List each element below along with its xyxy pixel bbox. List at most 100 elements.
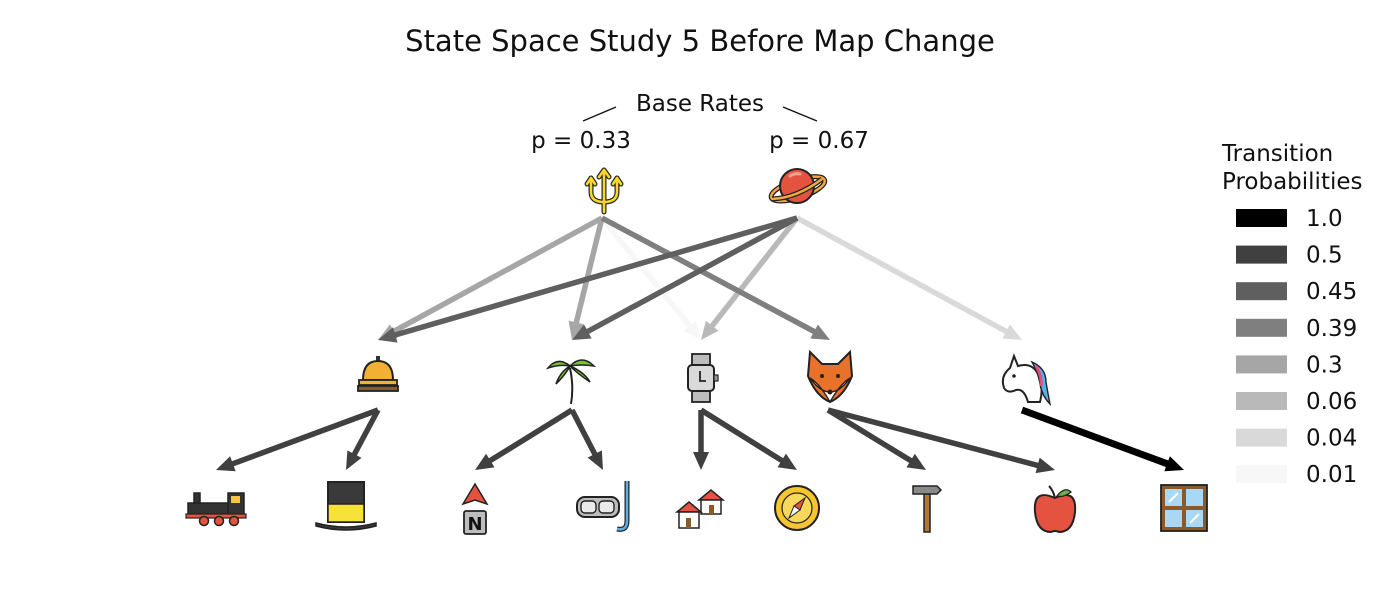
top-hat-icon [315,481,377,531]
edge-planet-to-watch [701,216,800,340]
unicorn-icon [1001,353,1052,407]
edge-palm-to-snorkel [569,408,603,470]
legend-swatch [1236,392,1287,410]
edge-bell-to-hat [346,408,381,470]
planet-icon [768,168,828,204]
edge-trident-to-fox [600,215,830,340]
legend-swatch [1236,465,1287,484]
legend-entry: 0.45 [1236,279,1357,305]
base-rate-left-label: p = 0.33 [531,128,631,154]
edge-arrowhead [1002,324,1022,340]
edge-arrowhead [693,452,709,470]
north-letter: N [467,514,482,535]
edge-palm-to-north [475,407,574,470]
edge-line [826,407,914,464]
edge-arrowhead [587,450,603,470]
edge-trident-to-bell [378,215,604,340]
north-arrow-icon: N [461,482,489,535]
base-rates-right-leader [782,106,818,122]
window-icon [1160,484,1208,532]
hammer-icon [912,485,943,533]
edge-planet-to-bell [378,215,798,343]
edge-arrowhead [1164,456,1184,472]
legend-label: 1.0 [1306,206,1343,232]
edge-trident-to-watch [599,216,701,340]
legend-swatch [1236,318,1287,337]
edge-fox-to-hammer [826,407,926,470]
trident-icon [584,167,624,215]
edge-watch-to-compass [699,407,797,470]
legend-entry: 0.39 [1236,316,1357,342]
legend-entry: 0.3 [1236,352,1343,378]
edge-trident-to-palm [568,217,605,340]
edge-line [699,407,785,464]
legend-label: 0.01 [1306,462,1357,488]
edge-line [351,408,381,458]
edge-line [795,215,1010,335]
node-icons: N [185,167,1208,535]
edge-arrowhead [701,320,719,340]
edge-line [599,216,694,330]
legend-entry: 0.5 [1236,243,1343,269]
edge-arrowhead [810,324,830,340]
base-rates-left-leader [582,106,617,122]
legend-label: 0.06 [1306,389,1357,415]
edge-line [1020,406,1171,468]
legend-label: 0.39 [1306,316,1357,342]
base-rates-label: Base Rates [636,91,764,117]
watch-icon [687,353,719,403]
legend-entry: 0.01 [1236,462,1357,488]
edge-watch-to-houses [693,410,709,470]
service-bell-icon [357,356,399,392]
edge-arrowhead [378,327,398,343]
legend-swatch [1236,355,1287,374]
legend-label: 0.45 [1306,279,1357,305]
edge-arrowhead [572,324,592,340]
legend-swatch [1236,428,1287,447]
edge-line [827,407,1041,469]
transition-probability-legend: Transition Probabilities 1.0 0.5 0.45 0.39 0… [1221,141,1363,488]
edge-arrowhead [1035,457,1055,474]
edge-arrowhead [216,456,236,472]
edge-planet-to-palm [572,215,799,340]
edge-arrowhead [568,320,585,340]
legend-swatch [1236,282,1287,301]
edge-line [600,215,818,335]
legend-entry: 0.06 [1236,389,1357,415]
legend-swatch [1236,245,1287,264]
edge-line [573,217,605,326]
legend-title-line2: Probabilities [1222,169,1363,195]
edge-fox-to-apple [827,407,1055,474]
legend-entry: 0.04 [1236,426,1357,452]
compass-icon [774,485,820,531]
diagram-title: State Space Study 5 Before Map Change [405,24,995,58]
diving-mask-icon [576,481,630,532]
legend-label: 0.5 [1306,243,1343,269]
legend-label: 0.3 [1306,352,1343,378]
houses-icon [674,489,726,529]
edge-arrowhead [475,453,495,470]
legend-entry: 1.0 [1236,206,1343,232]
edge-line [230,407,379,468]
base-rates-annotation: Base Rates p = 0.33 p = 0.67 [531,91,869,154]
legend-title-line1: Transition [1221,141,1333,167]
edge-bell-to-train [216,407,379,472]
edge-line [584,215,799,335]
apple-icon [1033,485,1077,534]
transition-edges [216,215,1184,474]
edge-arrowhead [683,320,701,340]
edge-planet-to-unicorn [795,215,1022,340]
edge-arrowhead [777,453,797,470]
fox-icon [806,349,854,404]
edge-unicorn-to-window [1020,406,1184,472]
base-rate-right-label: p = 0.67 [769,128,869,154]
legend-swatch [1236,209,1287,227]
legend-label: 0.04 [1306,426,1357,452]
edge-line [569,408,599,458]
edge-arrowhead [346,450,362,470]
edge-line [708,216,800,330]
edge-line [392,215,798,339]
edge-arrowhead [906,453,926,470]
palm-tree-icon [545,359,597,405]
